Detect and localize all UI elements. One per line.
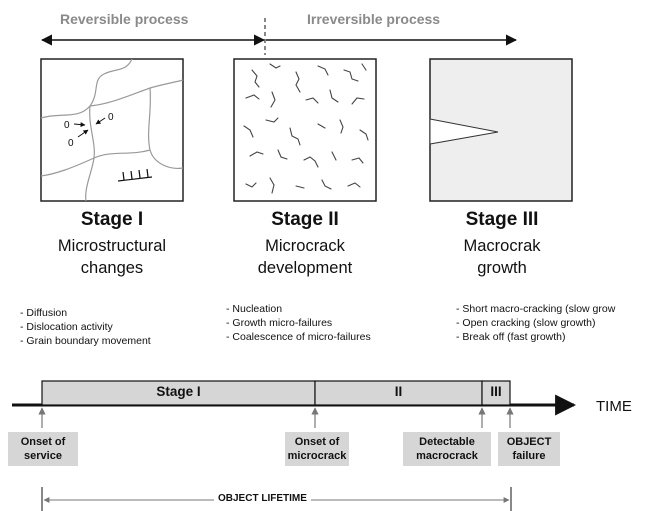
- bullet-item: - Nucleation: [226, 303, 283, 315]
- event-onset-of-service: Onset of service: [8, 432, 78, 466]
- event-onset-of-microcrack: Onset of microcrack: [285, 432, 349, 466]
- stage-1-microstructure-panel: 0 0 0: [40, 58, 184, 202]
- time-axis-label: TIME: [596, 398, 632, 415]
- vacancy-marker: 0: [108, 112, 114, 123]
- bullet-item: - Short macro-cracking (slow grow: [456, 303, 616, 315]
- stage-3-title: Stage III: [465, 209, 539, 230]
- stage-2-description-line-2: development: [257, 259, 353, 277]
- reversible-process-label: Reversible process: [60, 11, 189, 27]
- stage-1-bullets: - Diffusion - Dislocation activity - Gra…: [20, 306, 151, 348]
- bullet-item: - Break off (fast growth): [456, 331, 566, 343]
- segment-stage-3: [481, 380, 511, 406]
- irreversible-process-label: Irreversible process: [307, 11, 441, 27]
- vacancy-marker: 0: [68, 138, 74, 149]
- segment-stage-1: [41, 380, 316, 406]
- event-object-failure: OBJECT failure: [498, 432, 560, 466]
- stage-3-description-line-1: Macrocrak: [463, 237, 541, 255]
- stage-3-description-line-2: growth: [477, 259, 527, 277]
- bullet-item: - Coalescence of micro-failures: [226, 331, 371, 343]
- segment-label-stage-1: Stage I: [156, 384, 201, 399]
- event-detectable-macrocrack: Detectable macrocrack: [403, 432, 491, 466]
- stage-1-title: Stage I: [80, 209, 144, 230]
- stage-2-microcrack-panel: [233, 58, 377, 202]
- stage-1-description-line-1: Microstructural: [57, 237, 167, 255]
- bullet-item: - Grain boundary movement: [20, 335, 151, 347]
- bullet-item: - Dislocation activity: [20, 321, 113, 333]
- dislocation-symbols: [117, 168, 153, 182]
- object-lifetime-label: OBJECT LIFETIME: [214, 493, 311, 504]
- bullet-item: - Open cracking (slow growth): [456, 317, 596, 329]
- stage-1-description-line-2: changes: [80, 259, 144, 277]
- stage-2-bullets: - Nucleation - Growth micro-failures - C…: [226, 302, 371, 344]
- stage-3-bullets: - Short macro-cracking (slow grow - Open…: [456, 302, 657, 344]
- vacancy-marker: 0: [64, 120, 70, 131]
- segment-label-stage-3: III: [490, 384, 502, 399]
- bullet-item: - Growth micro-failures: [226, 317, 333, 329]
- segment-label-stage-2: II: [394, 384, 403, 399]
- stage-2-title: Stage II: [271, 209, 339, 230]
- stage-3-macrocrack-panel: [429, 58, 573, 202]
- bullet-item: - Diffusion: [20, 307, 68, 319]
- stage-2-description-line-1: Microcrack: [265, 237, 345, 255]
